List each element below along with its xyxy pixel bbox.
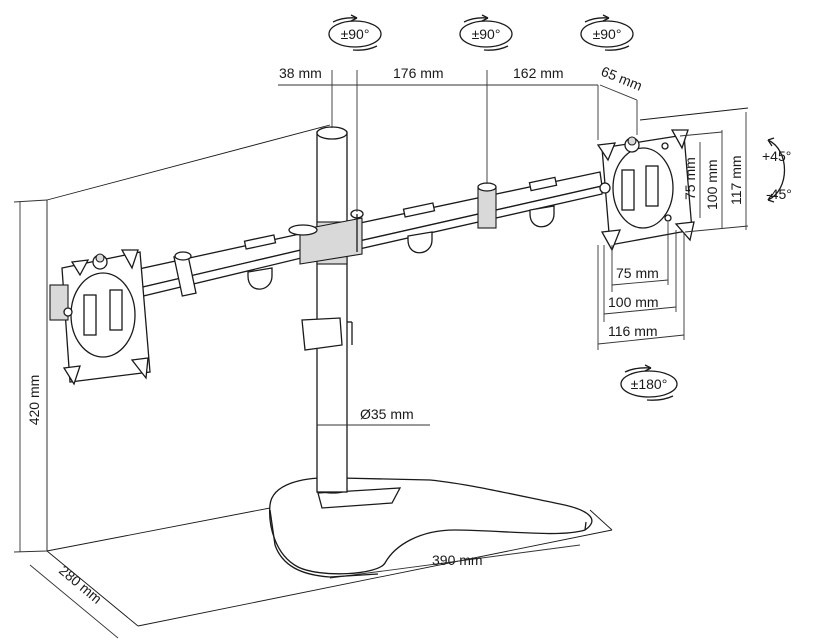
- vesa-height-100-label: 100 mm: [704, 159, 720, 210]
- base-depth-label: 280 mm: [56, 562, 105, 607]
- pole-diameter-dimension: Ø35 mm: [317, 406, 430, 426]
- base-width-label: 390 mm: [432, 552, 483, 568]
- arm-segment-right-label: 162 mm: [513, 65, 564, 81]
- pole-diameter-label: Ø35 mm: [360, 406, 414, 422]
- bracket-depth-dimension: 65 mm: [599, 63, 645, 135]
- rotation-left-label: ±90°: [341, 26, 370, 42]
- vesa-height-117-label: 117 mm: [728, 155, 744, 205]
- height-label: 420 mm: [26, 375, 42, 426]
- vesa-width-116-label: 116 mm: [608, 323, 658, 339]
- bounding-box-lines: [46, 107, 749, 627]
- rotation-badge-right: ±90°: [580, 14, 634, 51]
- vesa-width-75-label: 75 mm: [616, 265, 659, 281]
- arm-length-dimensions: 38 mm 176 mm 162 mm: [278, 65, 599, 212]
- rotation-right-label: ±90°: [593, 26, 622, 42]
- arm-offset-left-label: 38 mm: [279, 65, 322, 81]
- base-width-dimension: 390 mm: [329, 544, 581, 579]
- vesa-height-75-label: 75 mm: [682, 157, 698, 200]
- arm-segment-mid-label: 176 mm: [393, 65, 444, 81]
- rotation-badge-screen: ±180°: [620, 364, 678, 401]
- vesa-width-dimensions: 75 mm 100 mm 116 mm: [597, 222, 685, 350]
- left-vesa-plate: [49, 249, 151, 386]
- vesa-height-dimensions: 75 mm 100 mm 117 mm: [679, 112, 749, 233]
- stand-base: [269, 477, 593, 578]
- tilt-indicator: +45° -45°: [762, 137, 792, 203]
- arm-assembly: [124, 171, 603, 299]
- rotation-mid-label: ±90°: [472, 26, 501, 42]
- vesa-width-100-label: 100 mm: [608, 294, 659, 310]
- right-vesa-plate: [596, 129, 695, 252]
- rotation-badge-mid: ±90°: [459, 14, 513, 51]
- rotation-screen-label: ±180°: [631, 376, 668, 392]
- tilt-down-label: -45°: [766, 186, 792, 202]
- base-depth-dimension: 280 mm: [29, 562, 119, 639]
- bracket-depth-label: 65 mm: [599, 63, 645, 94]
- rotation-badge-left: ±90°: [328, 14, 382, 51]
- pole: [301, 126, 353, 493]
- tilt-up-label: +45°: [762, 148, 791, 164]
- height-dimension: 420 mm: [13, 199, 48, 553]
